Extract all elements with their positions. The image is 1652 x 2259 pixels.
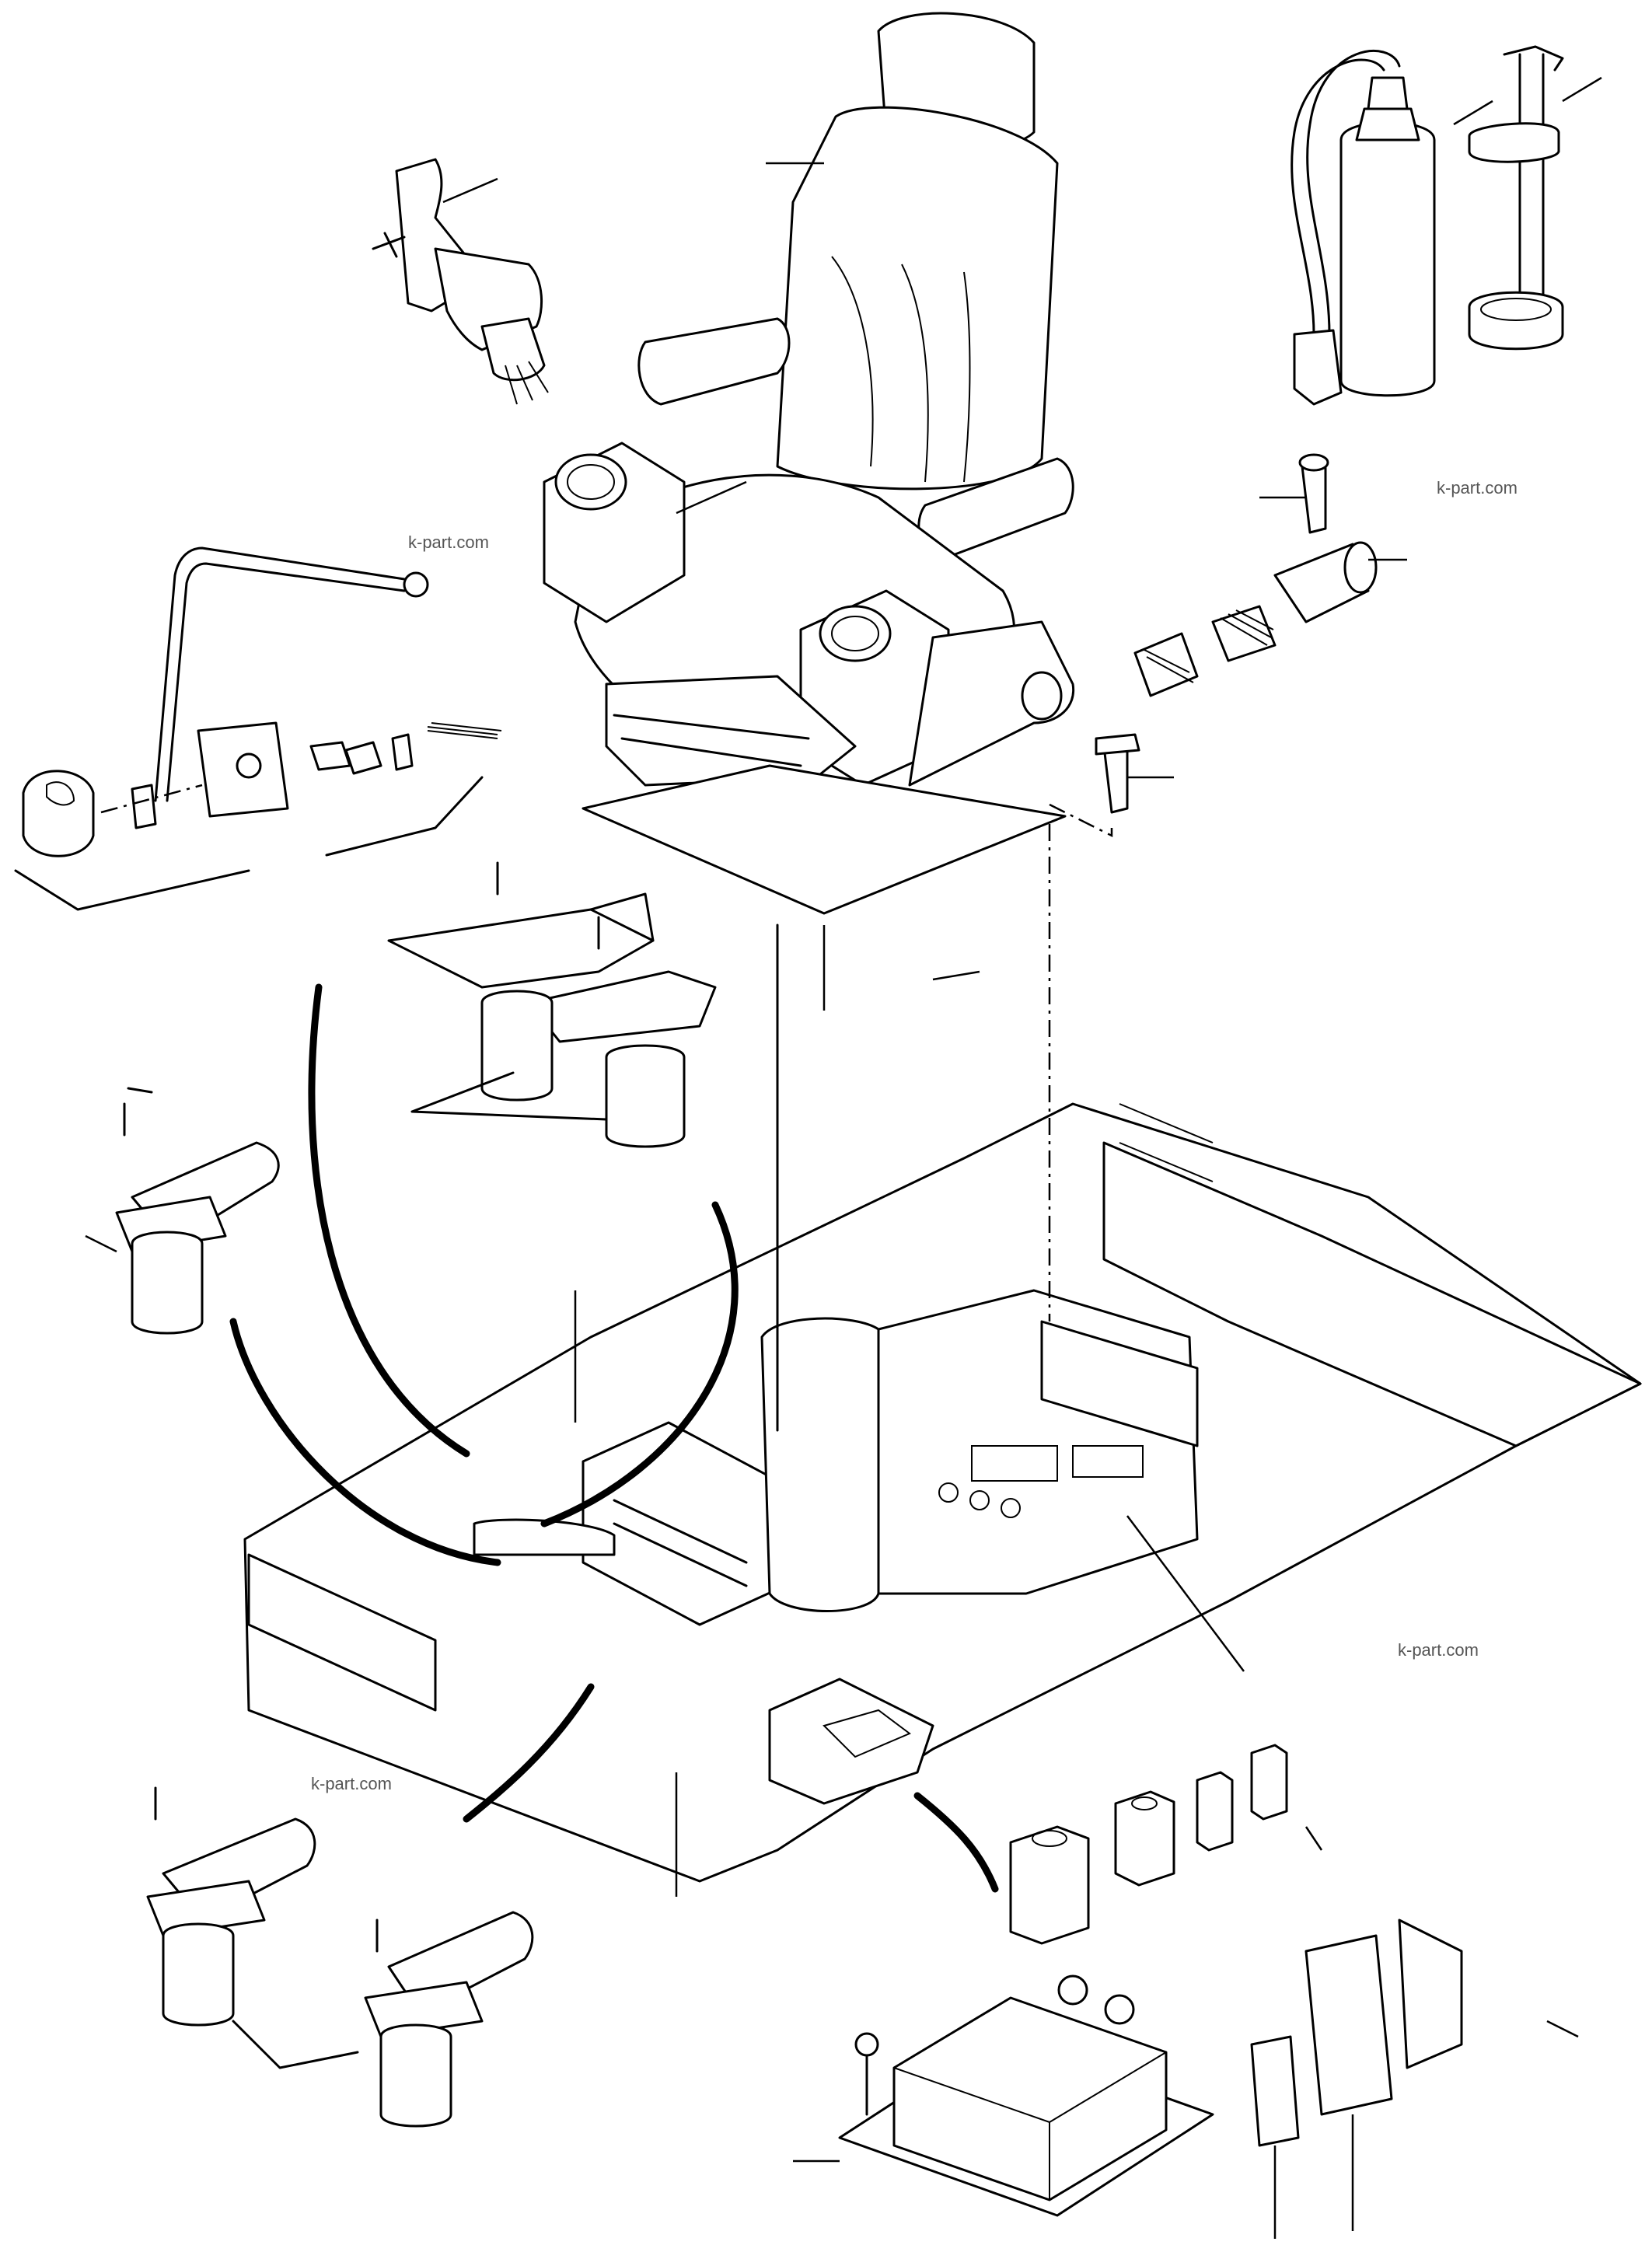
horn-assembly <box>1049 453 1378 838</box>
watermark-text: k-part.com <box>1398 1640 1479 1660</box>
operator-seat <box>543 12 1075 915</box>
callout-leaders <box>85 76 1602 2239</box>
travel-pedals <box>387 861 717 1148</box>
pedal-left-lower <box>146 1786 316 2027</box>
extinguisher-bracket <box>1468 45 1564 351</box>
watermark-text: k-part.com <box>311 1774 392 1793</box>
watermark-text: k-part.com <box>1437 478 1518 498</box>
watermarks: k-part.com k-part.com k-part.com k-part.… <box>311 478 1518 1793</box>
control-console <box>760 1289 1199 1805</box>
side-brackets <box>1250 1919 1463 2147</box>
switch-blocks <box>1009 1744 1288 1945</box>
watermark-text: k-part.com <box>408 532 489 552</box>
assembly-arrows <box>229 824 1051 1893</box>
battery-box <box>838 1974 1214 2217</box>
fire-extinguisher <box>1291 50 1436 406</box>
pedal-left-upper <box>115 1087 280 1335</box>
joystick-lever <box>372 158 549 405</box>
pedal-right-lower <box>232 1911 534 2128</box>
safety-lever-assembly <box>14 546 502 911</box>
